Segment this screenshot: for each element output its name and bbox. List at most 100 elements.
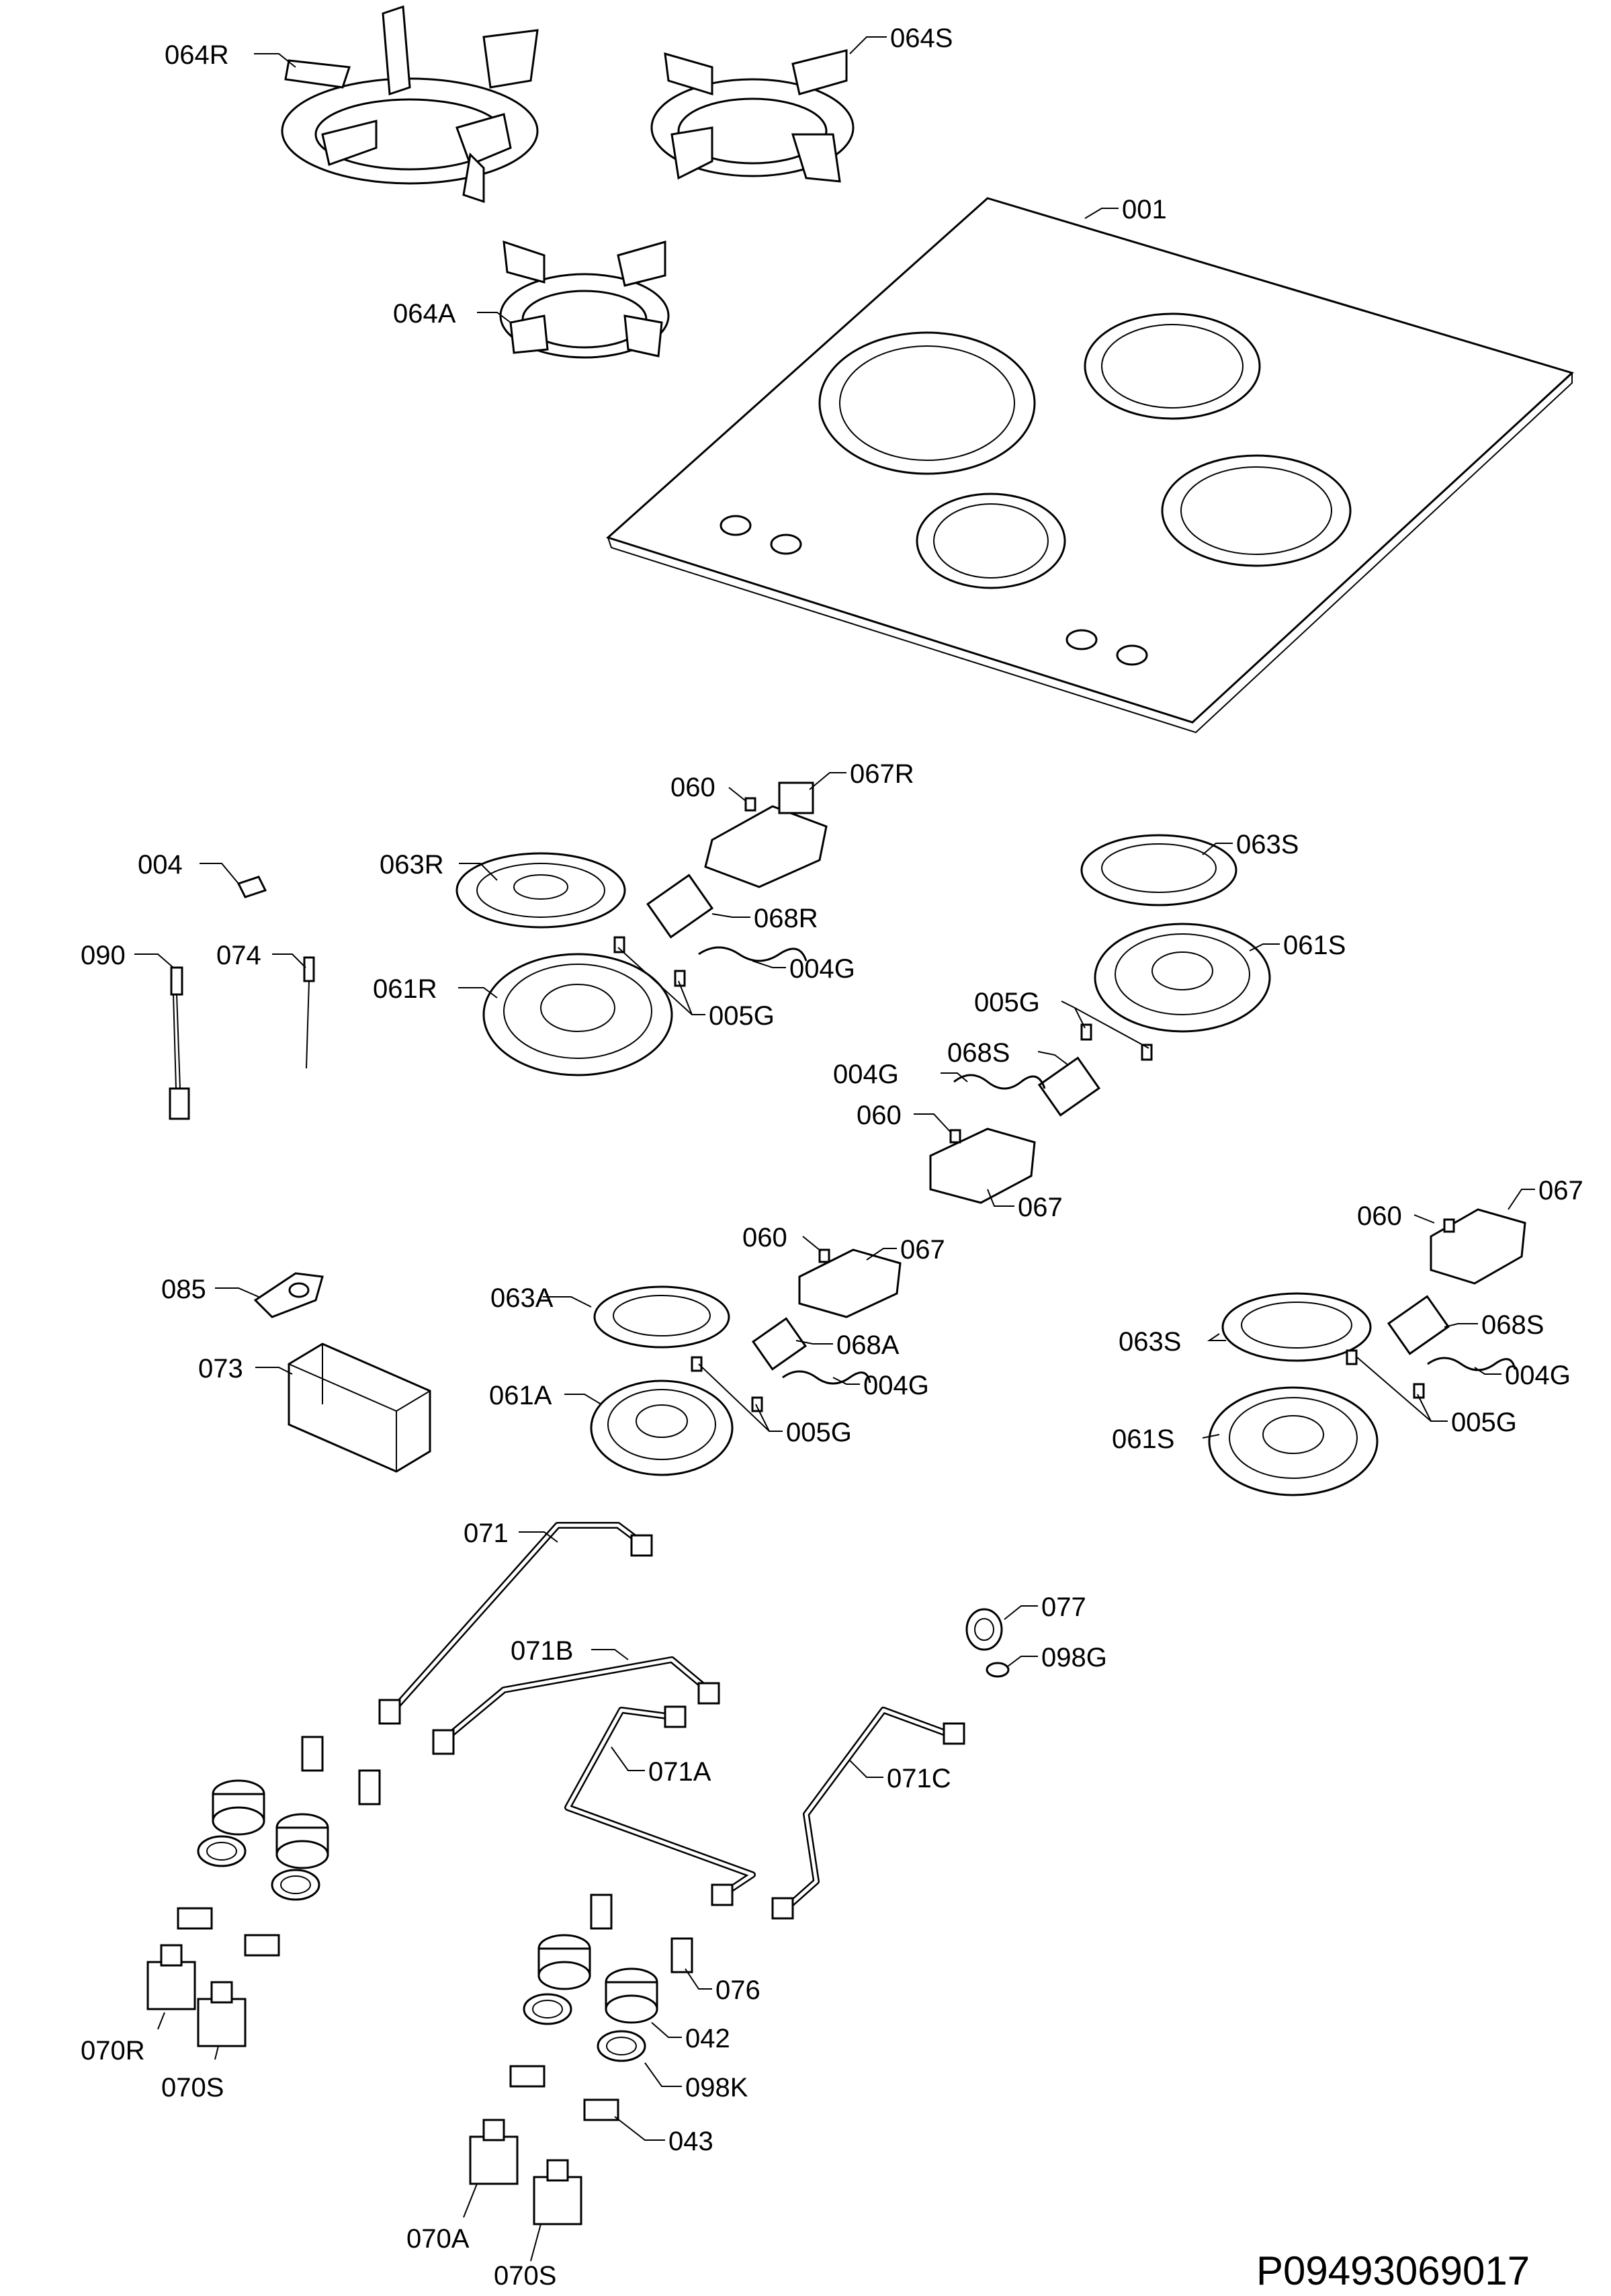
knob-042: [605, 1967, 658, 2024]
label-061A: 061A: [489, 1381, 552, 1410]
label-060-a: 060: [742, 1223, 787, 1252]
label-004G-s2: 004G: [1505, 1361, 1571, 1390]
clip-004G-s2: [1427, 1357, 1516, 1371]
burner-cap-063S-top: [1080, 834, 1237, 906]
leader-lines: [134, 36, 1535, 2262]
gas-tap-070A: [469, 2119, 519, 2185]
label-071B: 071B: [511, 1636, 573, 1666]
screw-005G-a: [691, 1356, 763, 1412]
knob-042-a: [537, 1934, 591, 1990]
spring-clip-left: [301, 1736, 381, 1805]
gas-pipe-071A: [564, 1705, 756, 1906]
label-071: 071: [464, 1519, 509, 1548]
hob-top-plate-001: [606, 197, 1574, 734]
label-070S-b: 070S: [494, 2261, 556, 2291]
label-063R: 063R: [380, 850, 444, 880]
gas-pipe-071: [378, 1522, 653, 1725]
label-070R: 070R: [81, 2036, 145, 2066]
holder-085: [253, 1272, 324, 1318]
label-067R: 067R: [850, 759, 914, 789]
ring-098K: [597, 2030, 646, 2062]
burner-body-061A: [590, 1379, 734, 1476]
nozzle-068S-top: [1037, 1056, 1100, 1117]
label-005G-a: 005G: [786, 1418, 852, 1447]
clip-004G-s: [953, 1074, 1046, 1090]
pan-support-064A: [499, 240, 670, 359]
label-061S-bottom: 061S: [1112, 1425, 1174, 1454]
screw-005G-r: [613, 936, 686, 987]
nozzle-068S-bottom: [1387, 1295, 1450, 1355]
label-060-r: 060: [670, 773, 715, 802]
label-068S-top: 068S: [947, 1038, 1010, 1068]
knob-left-1: [212, 1779, 265, 1836]
screw-060-s: [949, 1129, 961, 1144]
label-001: 001: [1122, 195, 1167, 224]
thermocouple-090: [169, 966, 190, 1120]
label-073: 073: [198, 1354, 243, 1384]
clip-004: [236, 876, 267, 898]
injector-holder-067R: [704, 781, 828, 888]
injector-holder-067-a: [798, 1248, 902, 1318]
gas-tap-070S: [197, 1981, 247, 2047]
label-064S: 064S: [890, 24, 953, 53]
label-068S-bottom: 068S: [1481, 1310, 1544, 1340]
injector-holder-067-s: [929, 1128, 1036, 1204]
label-090: 090: [81, 941, 126, 970]
label-068R: 068R: [754, 904, 818, 933]
pan-support-064S: [650, 49, 855, 183]
nozzle-068A: [751, 1317, 808, 1371]
label-042: 042: [685, 2024, 730, 2053]
label-085: 085: [161, 1275, 206, 1304]
label-064A: 064A: [393, 299, 456, 329]
gas-tap-070S-b: [533, 2159, 582, 2225]
burner-body-061S-bottom: [1208, 1386, 1379, 1496]
gas-pipe-071C: [771, 1707, 965, 1920]
spring-clip-076: [590, 1894, 693, 1973]
gas-tap-070R: [146, 1944, 196, 2010]
clip-004G-a: [782, 1370, 871, 1385]
label-004G-r: 004G: [789, 954, 855, 984]
label-067-s2: 067: [1538, 1176, 1583, 1205]
microswitch-left: [177, 1907, 280, 1957]
label-005G-s2: 005G: [1451, 1408, 1517, 1437]
burner-cap-063S-bottom: [1221, 1292, 1372, 1362]
burner-cap-063A: [593, 1285, 730, 1349]
seal-098G: [986, 1662, 1010, 1678]
screw-060-a: [818, 1248, 830, 1263]
ring-left-2: [271, 1869, 320, 1901]
ring-098K-a: [523, 1993, 572, 2025]
screw-005G-s: [1080, 1023, 1153, 1061]
gas-pipe-071B: [432, 1656, 720, 1755]
label-004G-a: 004G: [863, 1371, 929, 1400]
label-068A: 068A: [836, 1330, 900, 1360]
clip-004G-r: [698, 946, 808, 962]
burner-cap-063R: [455, 852, 626, 929]
label-071C: 071C: [887, 1764, 951, 1793]
label-070A: 070A: [406, 2224, 470, 2254]
pan-support-064R: [281, 5, 539, 204]
label-063S-top: 063S: [1236, 830, 1299, 859]
connector-077: [965, 1608, 1003, 1651]
label-061R: 061R: [373, 974, 437, 1004]
ring-left-1: [197, 1835, 247, 1867]
label-060-s: 060: [857, 1101, 902, 1130]
screw-005G-s2: [1346, 1349, 1425, 1399]
nozzle-068R: [646, 874, 714, 939]
label-005G-s: 005G: [974, 988, 1040, 1017]
microswitch-043: [509, 2065, 619, 2121]
screw-060-s2: [1443, 1218, 1455, 1233]
screw-060-r: [744, 797, 756, 812]
label-077: 077: [1041, 1592, 1086, 1622]
burner-body-061S-top: [1094, 923, 1271, 1033]
label-061S-top: 061S: [1283, 931, 1346, 960]
label-098G: 098G: [1041, 1643, 1107, 1672]
label-074: 074: [216, 941, 261, 970]
electrode-074: [303, 956, 315, 1069]
label-060-s2: 060: [1357, 1201, 1402, 1231]
label-076: 076: [715, 1975, 760, 2005]
knob-left-2: [275, 1813, 329, 1869]
label-070S: 070S: [161, 2073, 224, 2102]
label-064R: 064R: [165, 40, 229, 70]
label-063A: 063A: [490, 1283, 554, 1313]
